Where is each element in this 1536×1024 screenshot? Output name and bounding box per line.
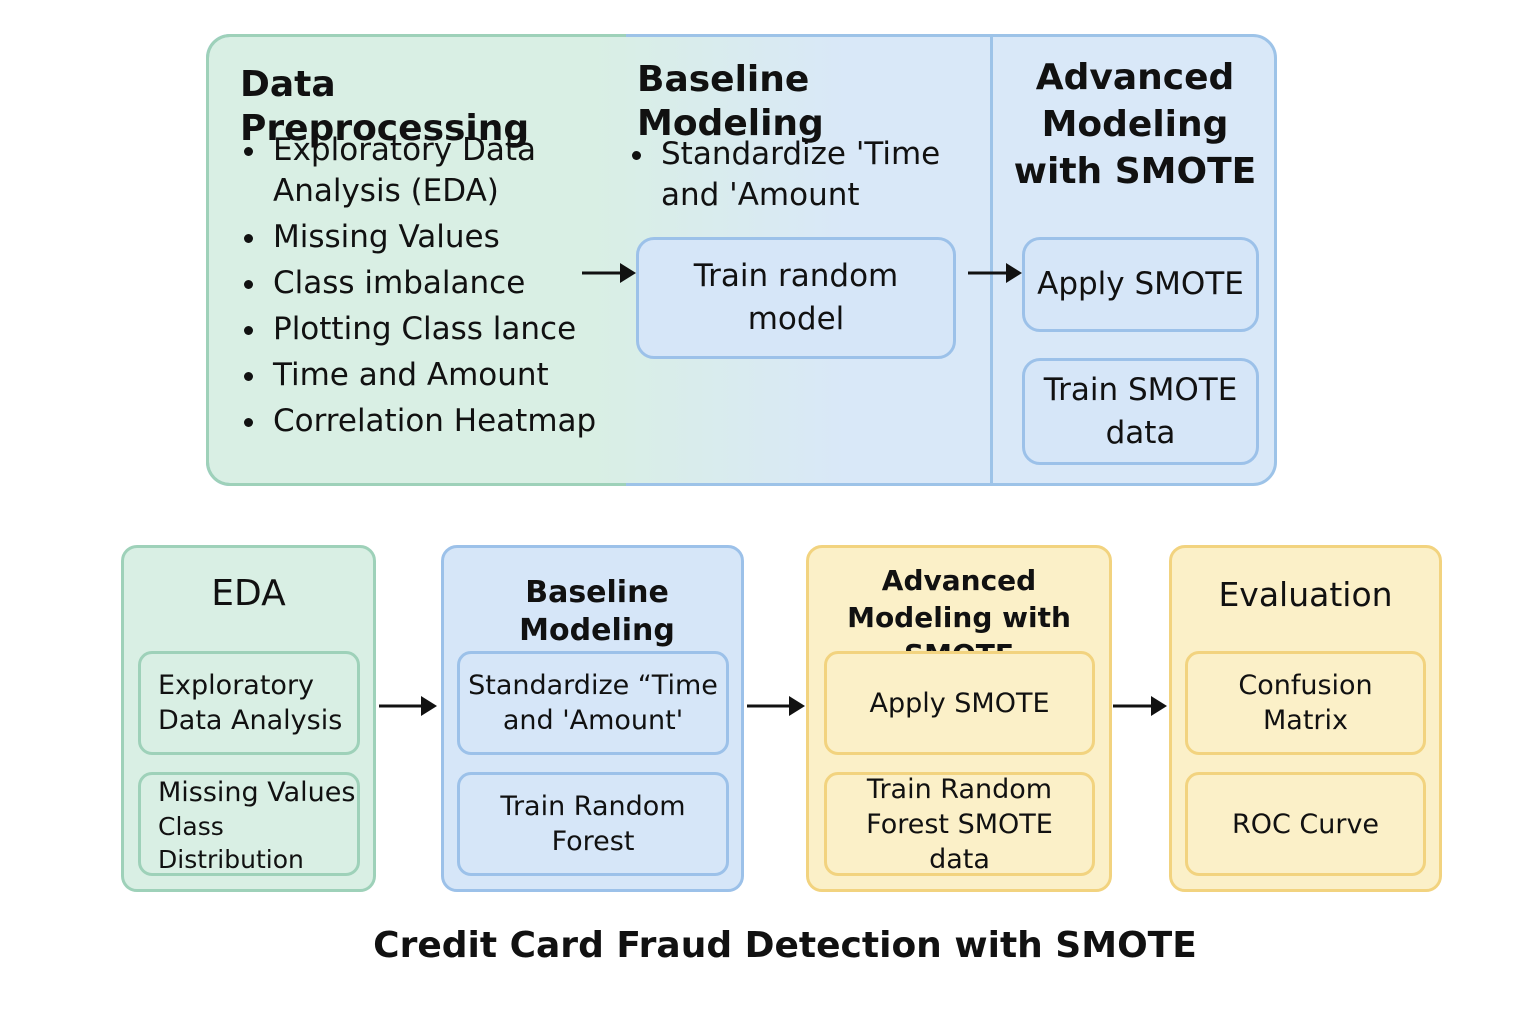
apply-smote-box: Apply SMOTE <box>1022 237 1259 332</box>
box-label: Apply SMOTE <box>1037 266 1244 302</box>
box-label: Train SMOTE data <box>1043 371 1238 451</box>
baseline-list: Standardize 'Time and 'Amount <box>628 134 968 216</box>
arrow-right-icon <box>580 260 638 286</box>
box-label: ROC Curve <box>1231 808 1380 840</box>
roc-curve-box: ROC Curve <box>1185 772 1426 876</box>
advanced-modeling-title: Advanced Modeling with SMOTE <box>1013 57 1257 192</box>
box-label: Train Random Forest <box>500 791 686 857</box>
list-item: Time and Amount <box>240 355 620 396</box>
arrow-right-icon <box>1111 693 1169 719</box>
box-label: Train random model <box>693 258 899 337</box>
list-item: Exploratory Data Analysis (EDA) <box>240 130 620 212</box>
box-label: Class Distribution <box>158 812 304 874</box>
train-smote-data-box: Train SMOTE data <box>1022 358 1259 465</box>
list-item: Missing Values <box>240 217 620 258</box>
panel-divider <box>990 36 993 484</box>
diagram-title: Credit Card Fraud Detection with SMOTE <box>373 925 1197 966</box>
eda-title: EDA <box>211 573 286 614</box>
data-preprocessing-title: Data Preprocessing <box>240 64 530 149</box>
box-label: Confusion Matrix <box>1238 670 1373 736</box>
box-label: Exploratory Data Analysis <box>158 670 343 736</box>
list-item: Class imbalance <box>240 263 620 304</box>
box-label: Missing Values <box>158 777 356 808</box>
train-random-model-box: Train random model <box>636 237 956 359</box>
box-label: Standardize “Time and 'Amount' <box>468 670 718 736</box>
apply-smote-box: Apply SMOTE <box>824 651 1095 755</box>
evaluation-title: Evaluation <box>1218 575 1393 614</box>
standardize-box: Standardize “Time and 'Amount' <box>457 651 729 755</box>
baseline-title: Baseline Modeling <box>519 575 675 648</box>
arrow-right-icon <box>745 693 807 719</box>
arrow-right-icon <box>966 260 1024 286</box>
preprocessing-region <box>206 34 626 486</box>
train-random-forest-box: Train Random Forest <box>457 772 729 876</box>
list-item: Standardize 'Time and 'Amount <box>628 134 968 216</box>
exploratory-analysis-box: Exploratory Data Analysis <box>138 651 360 755</box>
train-rf-smote-box: Train Random Forest SMOTE data <box>824 772 1095 876</box>
box-label: Train Random Forest SMOTE data <box>866 773 1053 875</box>
list-item: Correlation Heatmap <box>240 401 620 442</box>
missing-values-box: Missing Values Class Distribution <box>138 772 360 876</box>
arrow-right-icon <box>377 693 439 719</box>
preprocessing-list: Exploratory Data Analysis (EDA) Missing … <box>240 130 620 447</box>
confusion-matrix-box: Confusion Matrix <box>1185 651 1426 755</box>
list-item: Plotting Class lance <box>240 309 620 350</box>
baseline-modeling-title: Baseline Modeling <box>637 59 824 144</box>
box-label: Apply SMOTE <box>869 687 1050 719</box>
